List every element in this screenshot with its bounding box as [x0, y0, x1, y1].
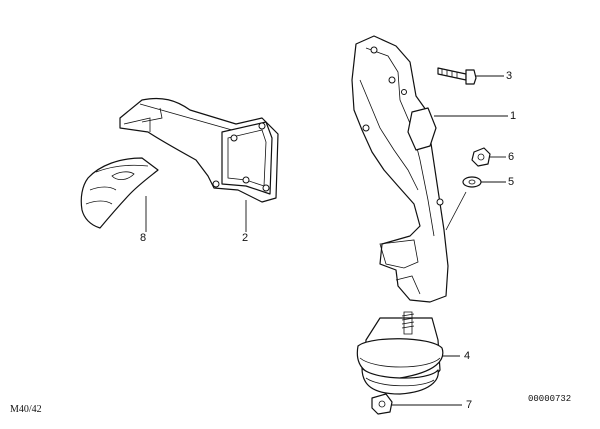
- model-code: M40/42: [10, 404, 42, 415]
- callout-3: 3: [506, 70, 513, 82]
- engine-bracket-part[interactable]: [119, 97, 279, 232]
- bottom-nut-part[interactable]: [371, 393, 462, 415]
- washer-part[interactable]: [445, 176, 506, 231]
- callout-1: 1: [510, 110, 517, 122]
- callout-5: 6: [508, 151, 515, 163]
- callout-7: 7: [466, 399, 473, 411]
- engine-mount-part[interactable]: [356, 311, 460, 395]
- bolt-part[interactable]: [437, 67, 504, 85]
- callout-4: 4: [464, 350, 471, 362]
- nut-part[interactable]: [471, 147, 506, 167]
- diagram-number: 00000732: [528, 394, 572, 404]
- callout-2: 2: [242, 232, 249, 244]
- heat-shield-part[interactable]: [80, 157, 159, 232]
- callout-6: 5: [508, 176, 515, 188]
- engine-support-arm-part[interactable]: [351, 35, 508, 303]
- callout-8: 8: [140, 232, 147, 244]
